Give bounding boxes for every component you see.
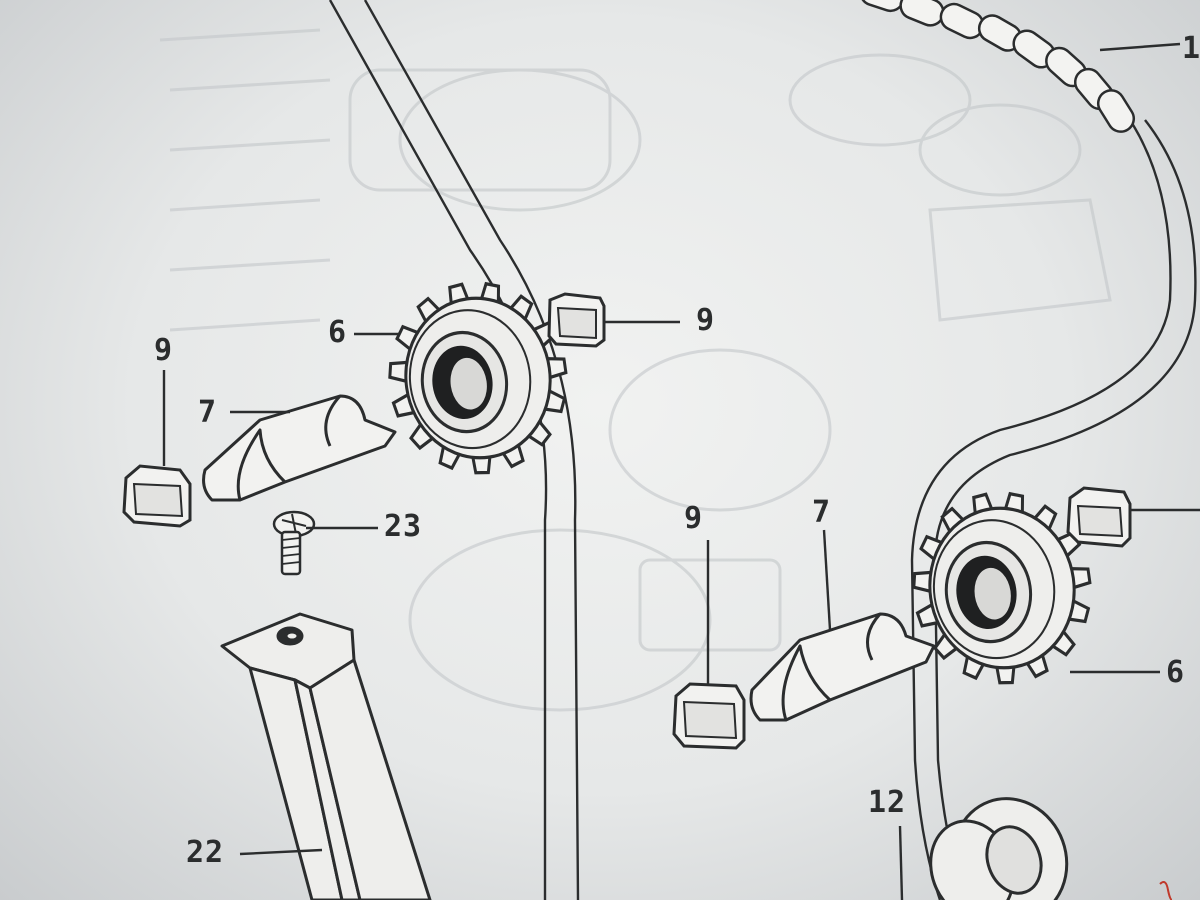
- block-upper: [547, 292, 606, 348]
- chain: [859, 0, 1136, 133]
- callout-block-upper: 9: [696, 303, 716, 338]
- callout-sprocket-upper: 6: [328, 315, 348, 350]
- bracket-right: [749, 612, 936, 722]
- leader-lines: [162, 320, 1160, 900]
- block-right-lower: [672, 682, 746, 750]
- callout-block-right: 9: [684, 501, 704, 536]
- sprocket-upper: [388, 281, 568, 475]
- callout-bracket-right: 7: [812, 495, 832, 530]
- roller: [929, 797, 1069, 900]
- sprocket-lower: [912, 491, 1092, 685]
- block-left: [122, 464, 192, 528]
- arm: [220, 612, 432, 900]
- callout-bracket-left: 7: [198, 395, 218, 430]
- callout-sprocket-lower: 6: [1166, 655, 1186, 690]
- margin-mark: [1159, 881, 1173, 900]
- callout-block-left: 9: [154, 333, 174, 368]
- screw: [272, 510, 316, 576]
- bracket-left: [202, 394, 397, 502]
- callout-roller: 12: [868, 785, 907, 820]
- callout-arm: 22: [186, 835, 225, 870]
- callout-chain: 1: [1182, 31, 1200, 66]
- block-right-upper: [1066, 486, 1132, 548]
- callout-screw: 23: [384, 509, 423, 544]
